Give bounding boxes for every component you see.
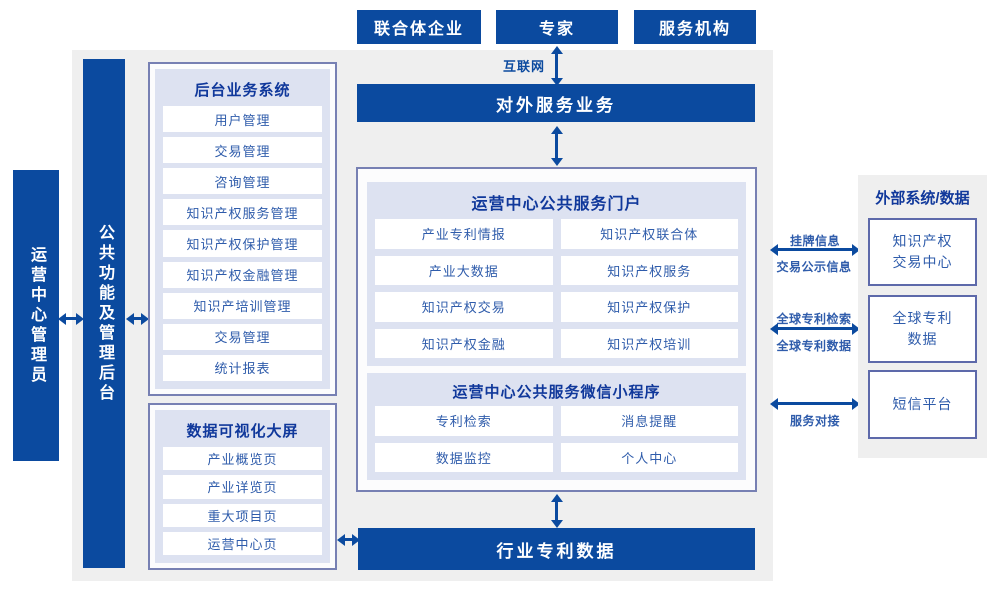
arrow-data-screen-to-industry-data bbox=[337, 533, 360, 546]
arrow-portal-to-industry-data bbox=[550, 494, 563, 528]
data-screen-panel: 数据可视化大屏 产业概览页 产业详览页 重大项目页 运营中心页 bbox=[155, 410, 330, 563]
portal-item: 产业大数据 bbox=[375, 255, 553, 285]
portal-item: 知识产权保护 bbox=[560, 292, 738, 322]
internet-label: 互联网 bbox=[502, 59, 545, 74]
rail-operation-center-admin: 运营中心管理员 bbox=[13, 170, 59, 461]
actor-label: 专家 bbox=[538, 21, 575, 38]
actor-consortium-enterprises: 联合体企业 bbox=[357, 10, 481, 44]
backend-item: 知识产权保护管理 bbox=[163, 230, 322, 257]
external-systems-panel: 外部系统/数据 知识产权 交易中心 全球专利 数据 短信平台 bbox=[858, 175, 987, 458]
portal-item: 知识产权服务 bbox=[560, 255, 738, 285]
backend-system-box: 后台业务系统 用户管理 交易管理 咨询管理 知识产权服务管理 知识产权保护管理 … bbox=[148, 62, 337, 396]
data-screen-item: 产业概览页 bbox=[163, 447, 322, 471]
portal-item: 知识产权培训 bbox=[560, 328, 738, 358]
data-screen-item: 产业详览页 bbox=[163, 475, 322, 499]
backend-item: 用户管理 bbox=[163, 106, 322, 133]
backend-item: 咨询管理 bbox=[163, 168, 322, 195]
arrow-service-to-portal bbox=[550, 126, 563, 166]
portal-grid: 产业专利情报 知识产权联合体 产业大数据 知识产权服务 知识产权交易 知识产权保… bbox=[375, 219, 738, 358]
portal-item: 知识产权金融 bbox=[375, 328, 553, 358]
actor-service-institutions: 服务机构 bbox=[634, 10, 756, 44]
miniprogram-title: 运营中心公共服务微信小程序 bbox=[452, 383, 661, 401]
data-screen-box: 数据可视化大屏 产业概览页 产业详览页 重大项目页 运营中心页 bbox=[148, 403, 337, 570]
portal-title: 运营中心公共服务门户 bbox=[471, 196, 642, 213]
backend-item: 知识产权金融管理 bbox=[163, 261, 322, 288]
link-label-global-patent-search: 全球专利检索 bbox=[776, 312, 852, 326]
external-box-ip-trade-center: 知识产权 交易中心 bbox=[868, 218, 977, 286]
rail-label: 运营中心管理员 bbox=[28, 245, 45, 386]
external-box-sms-platform: 短信平台 bbox=[868, 370, 977, 439]
miniprogram-grid: 专利检索 消息提醒 数据监控 个人中心 bbox=[375, 406, 738, 472]
arrow-rail-to-backend-system bbox=[126, 312, 149, 325]
backend-item: 统计报表 bbox=[163, 354, 322, 381]
link-label-listing-info: 挂牌信息 bbox=[789, 234, 840, 248]
portal-item: 知识产权交易 bbox=[375, 292, 553, 322]
rail-public-function-admin-backend: 公共功能及管理后台 bbox=[83, 59, 125, 568]
center-services-box: 运营中心公共服务门户 产业专利情报 知识产权联合体 产业大数据 知识产权服务 知… bbox=[356, 167, 757, 492]
rail-label: 公共功能及管理后台 bbox=[96, 223, 113, 404]
arrow-sms-platform bbox=[770, 397, 860, 410]
portal-item: 知识产权联合体 bbox=[560, 219, 738, 249]
miniprogram-item: 数据监控 bbox=[375, 442, 553, 472]
arrow-internet bbox=[550, 46, 563, 86]
backend-item: 交易管理 bbox=[163, 137, 322, 164]
link-label-global-patent-data: 全球专利数据 bbox=[776, 339, 852, 353]
data-screen-item: 运营中心页 bbox=[163, 531, 322, 555]
data-screen-title: 数据可视化大屏 bbox=[186, 422, 299, 440]
external-service-bar: 对外服务业务 bbox=[357, 84, 755, 122]
bar-label: 对外服务业务 bbox=[496, 95, 616, 115]
backend-item: 知识产培训管理 bbox=[163, 292, 322, 319]
bar-label: 行业专利数据 bbox=[496, 541, 617, 561]
miniprogram-item: 消息提醒 bbox=[560, 406, 738, 436]
backend-system-panel: 后台业务系统 用户管理 交易管理 咨询管理 知识产权服务管理 知识产权保护管理 … bbox=[155, 69, 330, 389]
data-screen-item: 重大项目页 bbox=[163, 503, 322, 527]
external-box-global-patent-data: 全球专利 数据 bbox=[868, 295, 977, 363]
portal-panel: 运营中心公共服务门户 产业专利情报 知识产权联合体 产业大数据 知识产权服务 知… bbox=[367, 182, 746, 366]
industry-patent-data-bar: 行业专利数据 bbox=[358, 528, 755, 570]
actor-label: 服务机构 bbox=[658, 21, 731, 38]
arrow-trade-center bbox=[770, 243, 860, 256]
backend-item: 交易管理 bbox=[163, 323, 322, 350]
portal-item: 产业专利情报 bbox=[375, 219, 553, 249]
link-label-trade-publicity: 交易公示信息 bbox=[776, 260, 852, 274]
link-label-service-docking: 服务对接 bbox=[789, 414, 840, 428]
backend-system-title: 后台业务系统 bbox=[194, 81, 291, 99]
arrow-admin-to-backend-rail bbox=[58, 312, 84, 325]
actor-label: 联合体企业 bbox=[373, 21, 464, 38]
external-systems-title: 外部系统/数据 bbox=[875, 190, 970, 207]
miniprogram-item: 专利检索 bbox=[375, 406, 553, 436]
miniprogram-item: 个人中心 bbox=[560, 442, 738, 472]
miniprogram-panel: 运营中心公共服务微信小程序 专利检索 消息提醒 数据监控 个人中心 bbox=[367, 373, 746, 480]
backend-item: 知识产权服务管理 bbox=[163, 199, 322, 226]
actor-experts: 专家 bbox=[496, 10, 618, 44]
arrow-global-patent bbox=[770, 322, 860, 335]
